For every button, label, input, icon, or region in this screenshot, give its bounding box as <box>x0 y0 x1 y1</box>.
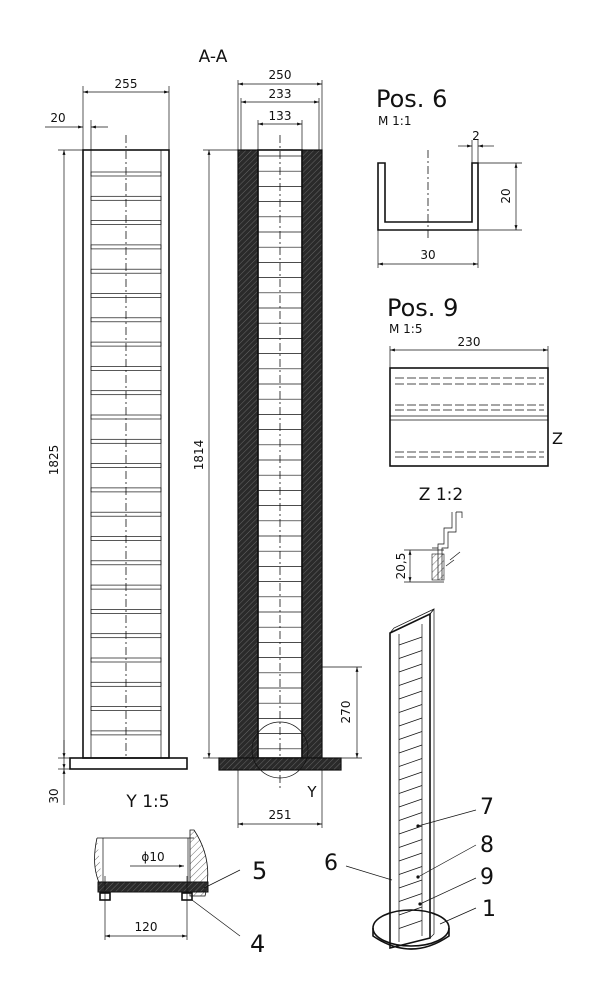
front-slat <box>90 560 162 566</box>
iso-part-6: 6 <box>324 851 338 876</box>
section-view: A-A Y 250 233 133 1814 270 <box>192 47 362 828</box>
pos6-view: Pos. 6 M 1:1 2 20 30 <box>376 85 522 268</box>
pos6-title: Pos. 6 <box>376 85 447 113</box>
detail-y-base <box>97 881 209 893</box>
section-bottom-label: 270 <box>339 701 353 724</box>
iso-part-9: 9 <box>480 865 494 890</box>
front-wall-label: 20 <box>50 111 65 125</box>
iso-slat <box>398 785 423 794</box>
pos9-title: Pos. 9 <box>387 294 458 322</box>
iso-slats <box>398 636 423 929</box>
section-inner-label: 233 <box>269 87 292 101</box>
iso-slat <box>398 744 423 754</box>
pos9-view: Pos. 9 M 1:5 230 Z <box>387 294 563 467</box>
iso-slat <box>398 663 423 673</box>
iso-slat <box>398 771 423 781</box>
front-view: 255 20 1825 30 <box>45 77 188 805</box>
section-title: A-A <box>199 47 228 67</box>
iso-view: 7 8 6 9 1 <box>324 608 496 950</box>
pos6-thickness-label: 2 <box>472 129 480 143</box>
detail-y-part-5: 5 <box>252 857 267 885</box>
section-left-wall <box>237 149 259 759</box>
detail-z-height-label: 20,5 <box>394 553 408 580</box>
iso-slat <box>398 731 423 740</box>
iso-slat <box>398 636 423 646</box>
iso-slat <box>398 812 423 821</box>
pos9-detail-z-marker: Z <box>552 429 563 448</box>
section-detail-y-marker: Y <box>306 783 317 801</box>
iso-base-ellipse <box>372 909 450 947</box>
iso-slat <box>398 852 423 862</box>
front-base-label: 30 <box>47 788 61 803</box>
section-height-label: 1814 <box>192 440 206 471</box>
detail-y-title: Y 1:5 <box>125 792 169 812</box>
iso-slat <box>398 758 423 767</box>
detail-y-view: Y 1:5 ϕ10 120 5 4 <box>94 792 267 958</box>
iso-slat <box>398 906 423 916</box>
front-width-label: 255 <box>115 77 138 91</box>
detail-y-part-4: 4 <box>250 930 265 958</box>
iso-slat <box>398 893 423 902</box>
iso-slat <box>398 677 423 686</box>
iso-slat <box>398 798 423 808</box>
front-slat <box>90 511 162 517</box>
iso-slat <box>398 920 423 929</box>
detail-z-title: Z 1:2 <box>419 485 463 505</box>
iso-slat <box>398 839 423 848</box>
detail-z-view: Z 1:2 20,5 <box>394 485 463 583</box>
pos6-scale: M 1:1 <box>378 114 411 128</box>
iso-part-8: 8 <box>480 833 494 858</box>
section-base-label: 251 <box>269 808 292 822</box>
iso-slat <box>398 690 423 700</box>
detail-y-diameter-label: ϕ10 <box>141 850 164 864</box>
iso-slat <box>398 704 423 713</box>
pos9-scale: M 1:5 <box>389 322 422 336</box>
section-base <box>218 757 342 771</box>
detail-y-spacing-label: 120 <box>135 920 158 934</box>
section-core-label: 133 <box>269 109 292 123</box>
front-slat <box>90 609 162 614</box>
iso-slat <box>398 650 423 659</box>
pos9-panel <box>389 367 549 467</box>
front-base-plate <box>69 757 188 770</box>
pos6-height-label: 20 <box>499 188 513 203</box>
iso-slat <box>398 866 423 875</box>
iso-part-1: 1 <box>482 897 496 922</box>
section-outer-label: 250 <box>269 68 292 82</box>
iso-part-7: 7 <box>480 795 494 820</box>
front-height-label: 1825 <box>47 445 61 476</box>
iso-slat <box>398 879 423 889</box>
iso-slat <box>398 717 423 727</box>
pos6-width-label: 30 <box>420 248 435 262</box>
section-right-wall <box>301 149 323 759</box>
detail-y-circle <box>251 721 309 779</box>
pos9-width-label: 230 <box>458 335 481 349</box>
